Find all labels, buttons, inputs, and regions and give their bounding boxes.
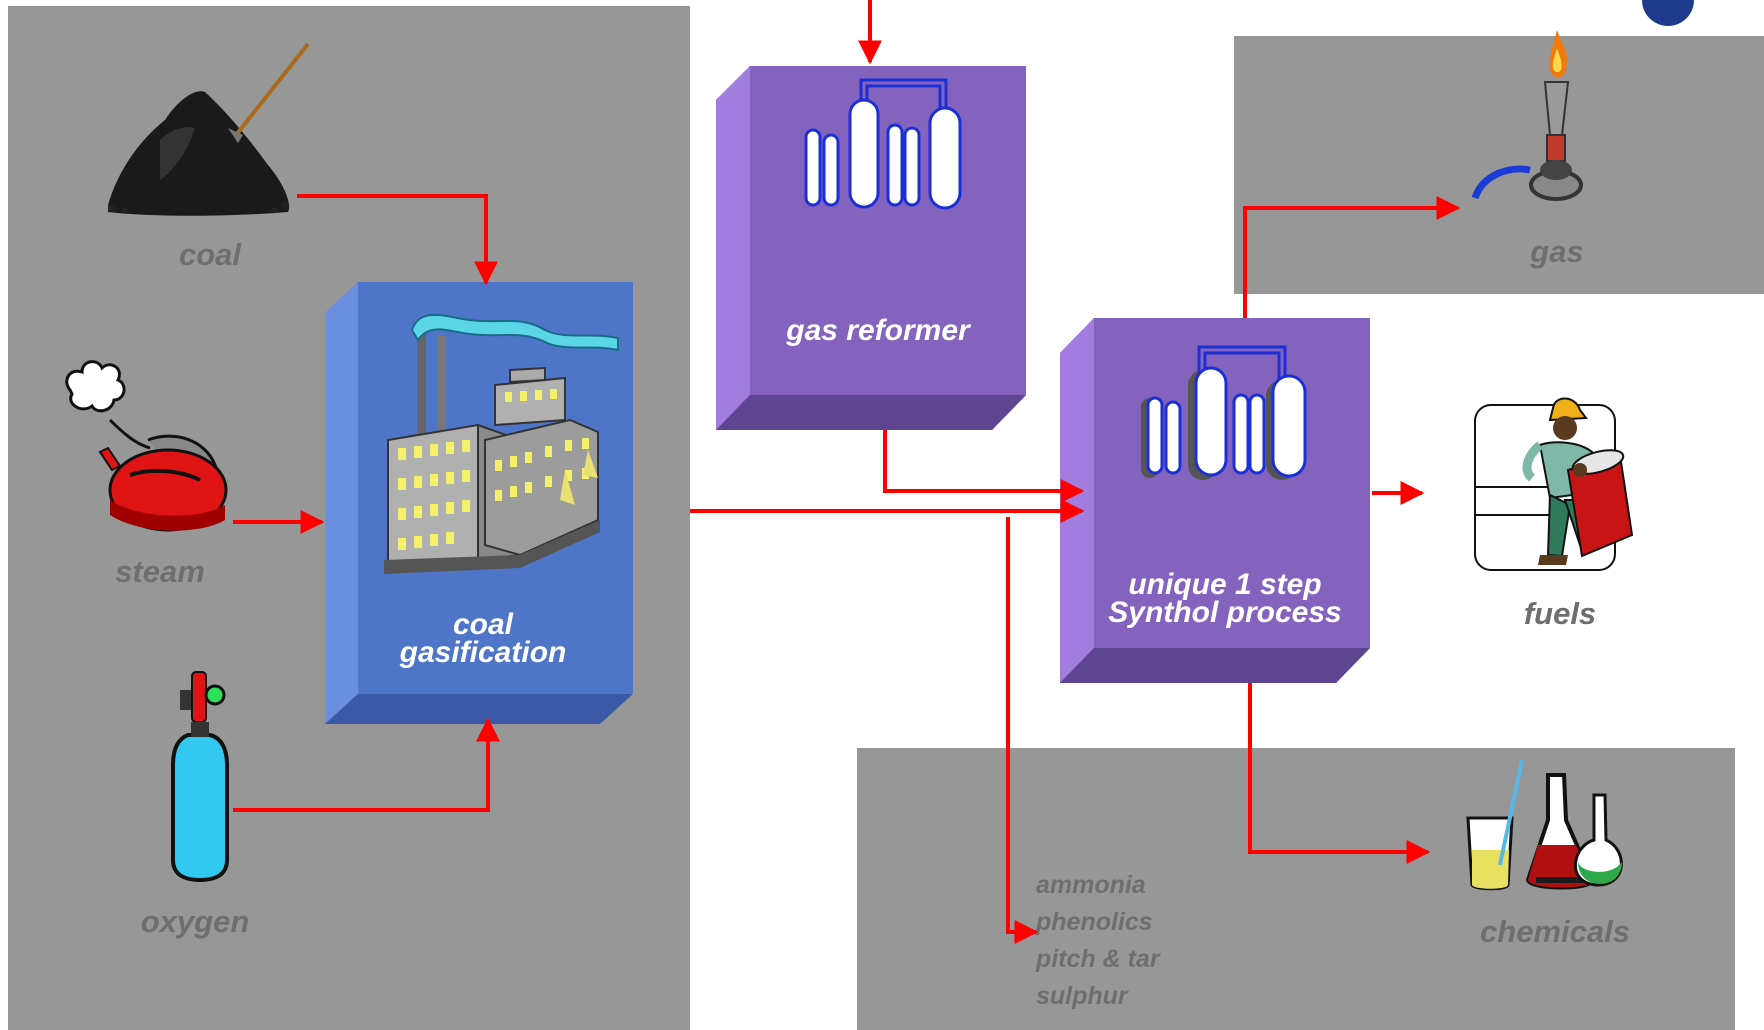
coal-label: coal	[179, 237, 242, 272]
fuels-label: fuels	[1524, 596, 1596, 631]
byproduct-item: pitch & tar	[1035, 945, 1161, 973]
oxygen-label: oxygen	[141, 904, 250, 939]
gas-reformer-block: gas reformer	[716, 66, 1026, 430]
arrow-coal-to-gasifier	[297, 194, 498, 286]
factory-icon	[384, 313, 619, 574]
arrow-to-byproducts	[1006, 517, 1039, 944]
arrow-oxygen-to-gasifier	[233, 717, 500, 812]
synthol-process-block: unique 1 step Synthol process	[1060, 318, 1370, 683]
byproduct-item: ammonia	[1036, 871, 1146, 899]
byproducts-list: ammonia phenolics pitch & tar sulphur	[1035, 871, 1161, 1010]
synthol-label-line1: unique 1 step	[1128, 568, 1321, 601]
oxygen-cylinder-icon	[171, 671, 229, 883]
synthol-label-line2: Synthol process	[1108, 596, 1341, 629]
lab-flasks-icon	[1466, 759, 1623, 891]
byproduct-item: phenolics	[1035, 908, 1153, 936]
logo-fragment-icon	[1642, 0, 1694, 26]
distillation-columns-icon	[1141, 345, 1307, 480]
bunsen-burner-icon	[1471, 30, 1583, 201]
byproduct-item: sulphur	[1036, 982, 1129, 1010]
arrow-synthol-to-gas	[1243, 196, 1461, 318]
gasification-label-line1: coal	[453, 608, 514, 641]
coal-pile-icon	[108, 42, 310, 216]
worker-drum-icon	[1474, 397, 1634, 571]
gas-label: gas	[1529, 234, 1583, 269]
steam-kettle-icon	[65, 360, 228, 532]
distillation-columns-icon	[804, 78, 962, 210]
gas-reformer-label: gas reformer	[785, 314, 972, 347]
gas-output-panel	[1234, 36, 1764, 294]
coal-gasification-block: coal gasification	[325, 282, 633, 724]
arrow-reformer-to-synthol	[883, 430, 1085, 503]
gasification-label-line2: gasification	[399, 636, 567, 669]
chemicals-output-panel	[857, 748, 1735, 1030]
arrow-synthol-to-chemicals	[1248, 683, 1431, 864]
steam-label: steam	[115, 554, 205, 589]
flow-arrows	[233, 0, 1461, 944]
chemicals-label: chemicals	[1480, 914, 1630, 949]
